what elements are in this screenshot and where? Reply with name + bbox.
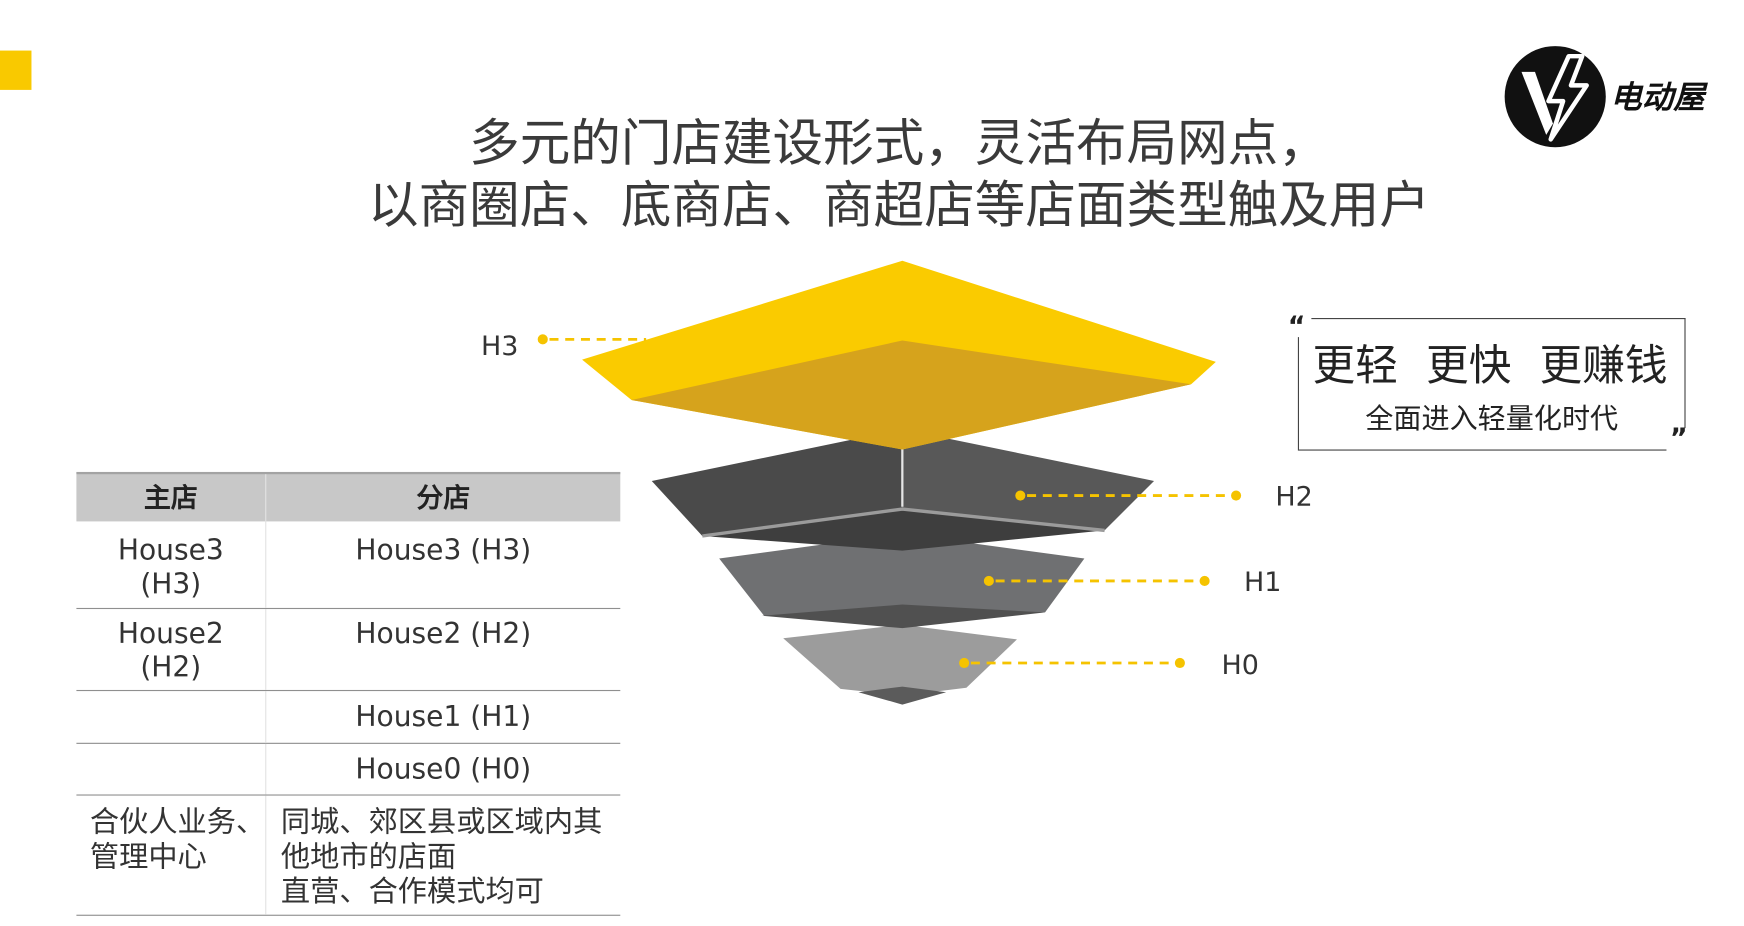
main-store-cell: House3 (H3) xyxy=(76,521,267,608)
branch-store-cell: 同城、郊区县或区域内其 他地市的店面 直营、合作模式均可 xyxy=(266,796,620,915)
column-header-main-store: 主店 xyxy=(76,474,267,522)
pyramid-level-h2-right-face xyxy=(902,429,1155,531)
main-store-cell: 合伙人业务、 管理中心 xyxy=(76,795,267,915)
store-type-table: 主店 分店 House3 (H3) House3 (H3) House2 (H2… xyxy=(76,471,621,916)
quote-box-left-border xyxy=(1297,337,1300,450)
cell-line: 他地市的店面 xyxy=(280,840,457,875)
quote-box-right-border xyxy=(1684,318,1686,429)
cell-line: (H3) xyxy=(140,567,202,601)
cell-line: House3 xyxy=(117,533,224,567)
quote-box-bottom-border xyxy=(1297,449,1667,451)
branch-store-cell: House2 (H2) xyxy=(266,609,620,690)
v-lightning-logo-icon xyxy=(1504,46,1606,148)
pyramid-level-h1-body xyxy=(719,533,1085,621)
main-store-cell: House2 (H2) xyxy=(76,609,267,690)
connector-h2-dot-end xyxy=(1231,490,1242,501)
pyramid-level-h2-edge xyxy=(702,507,1105,538)
pyramid-level-h3 xyxy=(582,260,1216,450)
level-label-h3: H3 xyxy=(481,331,518,362)
cell-line: (H2) xyxy=(140,650,202,684)
quote-headline: 更轻更快更赚钱 xyxy=(1312,339,1667,391)
quote-subline: 全面进入轻量化时代 xyxy=(1365,402,1619,435)
connector-h0-dot-start xyxy=(959,657,970,669)
connector-h2 xyxy=(1015,490,1242,501)
pyramid-level-h2-bottom-band xyxy=(702,509,1105,551)
level-label-h1: H1 xyxy=(1244,567,1281,598)
pyramid-level-h2 xyxy=(651,429,1155,551)
quote-headline-word: 更快 xyxy=(1426,340,1512,390)
cell-line: House1 (H1) xyxy=(355,700,532,733)
branch-store-cell: House0 (H0) xyxy=(266,744,620,795)
pyramid-level-h0 xyxy=(783,624,1017,705)
accent-square xyxy=(0,50,32,90)
cell-line: 同城、郊区县或区域内其 xyxy=(280,805,603,840)
column-header-branch-store: 分店 xyxy=(416,482,471,514)
connector-h2-dot-start xyxy=(1015,490,1026,501)
slide-title: 多元的门店建设形式，灵活布局网点， 以商圈店、底商店、商超店等店面类型触及用户 xyxy=(337,112,1461,236)
quote-headline-word: 更轻 xyxy=(1312,340,1398,390)
branch-store-cell: House1 (H1) xyxy=(266,691,620,743)
connector-h3 xyxy=(537,334,647,345)
level-label-h0: H0 xyxy=(1221,650,1258,681)
pyramid-level-h1 xyxy=(719,533,1085,629)
cell-line: House0 (H0) xyxy=(355,752,532,786)
quote-box-top-border xyxy=(1311,318,1686,320)
pyramid-level-h2-left-face xyxy=(651,429,903,537)
connector-h3-dot xyxy=(537,334,548,345)
table-row: 合伙人业务、 管理中心 同城、郊区县或区域内其 他地市的店面 直营、合作模式均可 xyxy=(76,795,621,916)
title-line-1: 多元的门店建设形式，灵活布局网点， xyxy=(469,113,1329,174)
pyramid-level-h0-tip xyxy=(858,686,947,705)
connector-h1 xyxy=(983,575,1210,587)
table-row: House0 (H0) xyxy=(76,743,621,796)
connector-h0-dot-end xyxy=(1174,657,1185,669)
table-row: House3 (H3) House3 (H3) xyxy=(76,521,621,610)
cell-line: 管理中心 xyxy=(89,840,207,875)
cell-line: 直营、合作模式均可 xyxy=(280,875,544,910)
branch-store-cell: House3 (H3) xyxy=(266,521,620,608)
logo-wordmark: 电动屋 xyxy=(1610,78,1705,116)
table-header-row: 主店 分店 xyxy=(76,471,621,522)
title-line-2: 以商圈店、底商店、商超店等店面类型触及用户 xyxy=(367,175,1430,235)
pyramid-level-h1-bottom-band xyxy=(761,604,1046,629)
pyramid-level-h3-inner-face xyxy=(631,340,1192,450)
level-label-h2: H2 xyxy=(1275,482,1312,513)
connector-h1-dot-end xyxy=(1199,575,1210,587)
close-quote-mark: ” xyxy=(1669,422,1688,454)
table-row: House2 (H2) House2 (H2) xyxy=(76,609,621,692)
cell-line: House3 (H3) xyxy=(355,533,532,567)
main-store-cell xyxy=(76,743,267,795)
main-store-cell xyxy=(76,691,267,743)
quote-headline-word: 更赚钱 xyxy=(1539,340,1668,390)
connector-h1-dot-start xyxy=(983,575,994,587)
pyramid-level-h0-body xyxy=(783,624,1017,696)
connector-h0 xyxy=(959,657,1185,669)
cell-line: House2 (H2) xyxy=(355,616,532,650)
table-row: House1 (H1) xyxy=(76,691,621,744)
cell-line: House2 xyxy=(117,616,224,650)
open-quote-mark: “ xyxy=(1287,310,1306,342)
cell-line: 合伙人业务、 xyxy=(89,805,266,840)
